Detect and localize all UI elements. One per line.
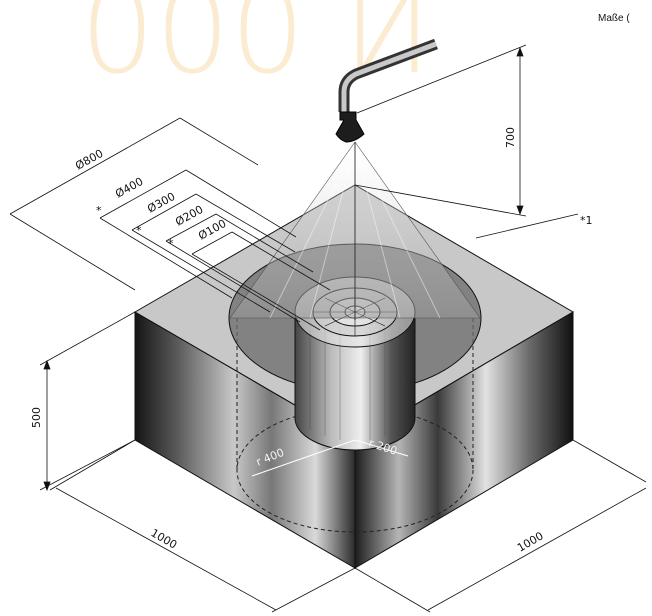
diameter-labels: Ø800 Ø400 Ø300 Ø200 Ø100 * * * <box>73 147 228 250</box>
label-d300: Ø300 <box>145 190 177 216</box>
watermark-text: 000 И <box>80 0 432 100</box>
leader-star1 <box>475 213 579 239</box>
height-500-dimension <box>39 311 136 492</box>
label-d400: Ø400 <box>113 175 145 201</box>
label-star1: *1 <box>580 214 593 227</box>
label-d100: Ø100 <box>196 217 228 243</box>
star-marker-1: * <box>96 204 102 217</box>
label-500: 500 <box>30 407 43 428</box>
nozzle <box>335 111 365 143</box>
star-marker-3: * <box>168 237 174 250</box>
diameter-dim-lines <box>9 117 331 331</box>
supply-pipe-highlight <box>341 41 437 112</box>
label-d200: Ø200 <box>173 203 205 229</box>
label-width-right: 1000 <box>515 529 546 554</box>
label-700: 700 <box>504 127 517 148</box>
width-dimensions <box>49 439 647 613</box>
star-marker-2: * <box>136 224 142 237</box>
label-d800: Ø800 <box>73 147 105 173</box>
dimensions-note: Maße ( <box>598 13 630 24</box>
height-700-dimension <box>354 44 527 217</box>
radius-markers <box>251 439 409 477</box>
